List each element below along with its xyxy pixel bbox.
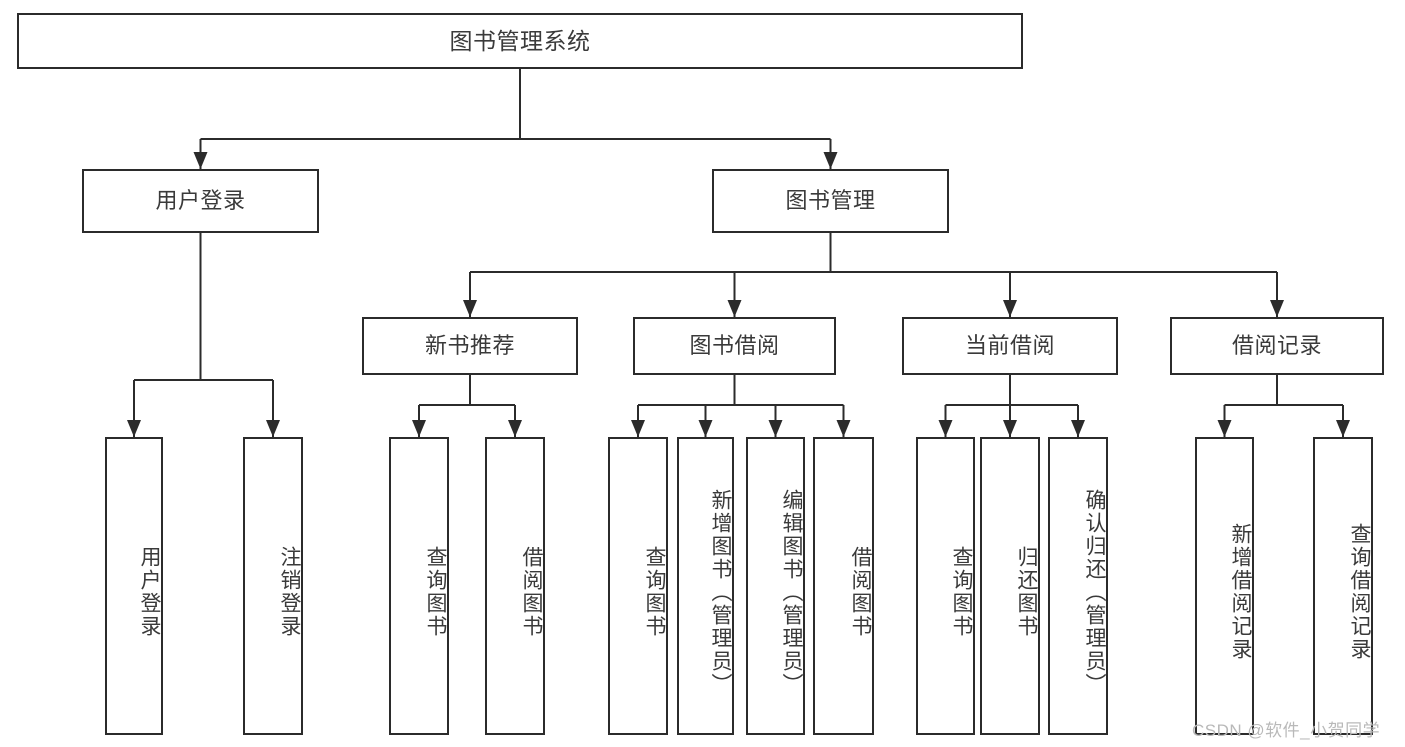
node-label: 归还图书	[1015, 546, 1038, 638]
node-label: 用户登录	[155, 187, 246, 213]
node-leaf-rec-add[interactable]: 新增借阅记录	[1195, 437, 1254, 735]
node-label: 新增借阅记录	[1229, 523, 1252, 661]
node-leaf-user-logout[interactable]: 注销登录	[243, 437, 303, 735]
node-label: 用户登录	[138, 546, 161, 638]
arrow-head-icon	[463, 300, 477, 317]
node-current-borrow[interactable]: 当前借阅	[902, 317, 1118, 375]
node-leaf-rec-borrow[interactable]: 借阅图书	[485, 437, 545, 735]
node-new-book-rec[interactable]: 新书推荐	[362, 317, 578, 375]
arrow-head-icon	[698, 420, 713, 437]
node-label: 图书管理系统	[449, 27, 591, 54]
arrow-head-icon	[836, 420, 851, 437]
node-label: 新增图书（管理员）	[709, 488, 732, 696]
node-leaf-borrow-loan[interactable]: 借阅图书	[813, 437, 874, 735]
node-label: 借阅记录	[1231, 332, 1322, 358]
node-label: 借阅图书	[849, 546, 872, 638]
node-label: 图书借阅	[689, 332, 780, 358]
arrow-head-icon	[1071, 420, 1085, 437]
node-leaf-borrow-edit[interactable]: 编辑图书（管理员）	[746, 437, 805, 735]
node-book-borrow[interactable]: 图书借阅	[633, 317, 836, 375]
node-label: 注销登录	[278, 546, 301, 638]
node-leaf-rec-query2[interactable]: 查询借阅记录	[1313, 437, 1373, 735]
node-label: 查询图书	[950, 546, 973, 638]
arrow-head-icon	[727, 300, 742, 317]
node-leaf-borrow-add[interactable]: 新增图书（管理员）	[677, 437, 734, 735]
node-leaf-cur-query[interactable]: 查询图书	[916, 437, 975, 735]
node-user-login[interactable]: 用户登录	[82, 169, 319, 233]
node-label: 借阅图书	[520, 546, 543, 638]
node-root[interactable]: 图书管理系统	[17, 13, 1023, 69]
arrow-head-icon	[631, 420, 645, 437]
arrow-head-icon	[1003, 300, 1017, 317]
arrow-head-icon	[1003, 420, 1017, 437]
arrow-head-icon	[266, 420, 280, 437]
node-label: 编辑图书（管理员）	[780, 488, 803, 696]
node-label: 查询借阅记录	[1348, 523, 1371, 661]
node-label: 当前借阅	[964, 332, 1055, 358]
node-leaf-borrow-query[interactable]: 查询图书	[608, 437, 668, 735]
node-book-mgmt[interactable]: 图书管理	[712, 169, 949, 233]
node-leaf-rec-query[interactable]: 查询图书	[389, 437, 449, 735]
arrow-head-icon	[412, 420, 426, 437]
node-leaf-user-login[interactable]: 用户登录	[105, 437, 163, 735]
arrow-head-icon	[1270, 300, 1284, 317]
node-label: 图书管理	[785, 187, 876, 213]
arrow-head-icon	[1336, 420, 1350, 437]
node-leaf-cur-return[interactable]: 归还图书	[980, 437, 1040, 735]
arrow-head-icon	[938, 420, 953, 437]
arrow-head-icon	[193, 152, 208, 169]
node-label: 查询图书	[424, 546, 447, 638]
node-leaf-cur-confirm[interactable]: 确认归还（管理员）	[1048, 437, 1108, 735]
arrow-head-icon	[823, 152, 838, 169]
node-label: 确认归还（管理员）	[1083, 488, 1106, 696]
arrow-head-icon	[768, 420, 783, 437]
arrow-head-icon	[127, 420, 141, 437]
arrow-head-icon	[508, 420, 522, 437]
node-borrow-record[interactable]: 借阅记录	[1170, 317, 1384, 375]
arrow-head-icon	[1217, 420, 1232, 437]
node-label: 新书推荐	[424, 332, 515, 358]
node-label: 查询图书	[643, 546, 666, 638]
